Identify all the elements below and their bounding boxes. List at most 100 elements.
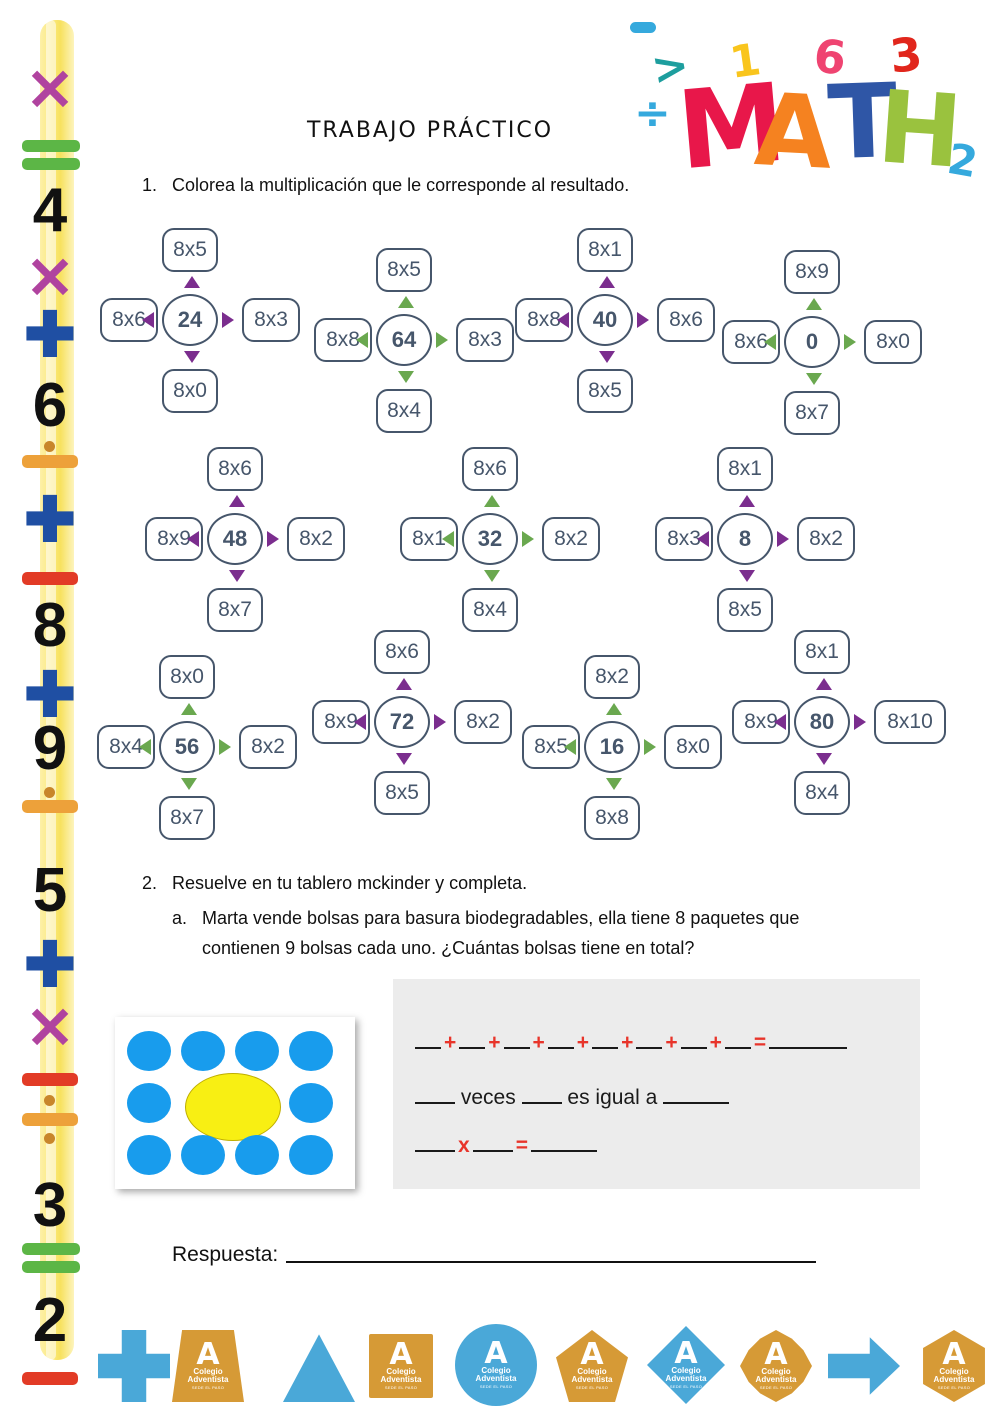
border-plus-icon-3: ✚: [24, 661, 76, 730]
multiplication-diagram[interactable]: 8x2 8x5 8x0 8x8 16: [522, 655, 722, 840]
multiplication-equation-line[interactable]: x=: [415, 1134, 597, 1158]
multiplication-diagram[interactable]: 8x6 8x9 8x2 8x7 48: [145, 447, 345, 632]
colegio-adventista-logo: A Colegio Adventista SEDE EL PASO: [923, 1330, 985, 1402]
option-bottom[interactable]: 8x5: [577, 369, 633, 413]
logo-line2: Adventista: [755, 1375, 797, 1385]
blank-result-field[interactable]: [530, 1150, 597, 1152]
footer-logo-strip: A Colegio Adventista SEDE EL PASO A Cole…: [0, 1322, 1000, 1412]
option-bottom[interactable]: 8x5: [717, 588, 773, 632]
logo-minus-icon: [630, 22, 656, 33]
colegio-adventista-logo: A Colegio Adventista SEDE EL PASO: [172, 1330, 244, 1402]
option-top[interactable]: 8x1: [577, 228, 633, 272]
option-right[interactable]: 8x2: [454, 700, 512, 744]
blank-field[interactable]: [503, 1047, 530, 1049]
blank-field[interactable]: [680, 1047, 707, 1049]
option-right[interactable]: 8x3: [242, 298, 300, 342]
blank-field[interactable]: [521, 1102, 562, 1104]
blank-field[interactable]: [724, 1047, 751, 1049]
arrow-up-icon: [184, 276, 200, 288]
arrow-left-icon: [764, 334, 776, 350]
plus-operator: +: [621, 1031, 634, 1054]
option-left[interactable]: 8x6: [722, 320, 780, 364]
option-top[interactable]: 8x1: [794, 630, 850, 674]
border-plus-icon-4: ✚: [24, 931, 76, 1000]
option-bottom[interactable]: 8x0: [162, 369, 218, 413]
option-right[interactable]: 8x2: [287, 517, 345, 561]
blank-field[interactable]: [472, 1150, 513, 1152]
board-circle-blue: [289, 1031, 333, 1071]
logo-letter-a-icon: A: [484, 1336, 508, 1372]
option-bottom[interactable]: 8x4: [462, 588, 518, 632]
option-top[interactable]: 8x6: [462, 447, 518, 491]
blank-field[interactable]: [636, 1047, 663, 1049]
option-right[interactable]: 8x2: [797, 517, 855, 561]
board-circle-yellow: [185, 1073, 281, 1141]
question-1: 1.Colorea la multiplicación que le corre…: [142, 175, 842, 196]
option-right[interactable]: 8x10: [874, 700, 946, 744]
option-left[interactable]: 8x9: [145, 517, 203, 561]
arrow-down-icon: [181, 778, 197, 790]
multiplication-diagram[interactable]: 8x5 8x6 8x3 8x0 24: [100, 228, 300, 413]
option-top[interactable]: 8x5: [376, 248, 432, 292]
arrow-down-icon: [398, 371, 414, 383]
multiplication-diagram[interactable]: 8x9 8x6 8x0 8x7 0: [722, 250, 922, 435]
option-top[interactable]: 8x0: [159, 655, 215, 699]
logo-line1: Colegio: [481, 1365, 511, 1375]
blank-field[interactable]: [459, 1047, 486, 1049]
question-2: 2.Resuelve en tu tablero mckinder y comp…: [142, 873, 902, 894]
option-bottom[interactable]: 8x7: [784, 391, 840, 435]
option-right[interactable]: 8x3: [456, 318, 514, 362]
border-digit-5: 5: [32, 856, 68, 925]
option-right[interactable]: 8x0: [864, 320, 922, 364]
respuesta-blank-field[interactable]: [286, 1261, 817, 1263]
option-bottom[interactable]: 8x7: [159, 796, 215, 840]
blank-field[interactable]: [547, 1047, 574, 1049]
option-top[interactable]: 8x6: [374, 630, 430, 674]
multiplication-diagram[interactable]: 8x5 8x8 8x3 8x4 64: [314, 248, 514, 433]
multiplication-diagram[interactable]: 8x6 8x1 8x2 8x4 32: [400, 447, 600, 632]
triangle-shape-icon: [283, 1334, 355, 1402]
logo-letter-a-icon: A: [764, 1337, 788, 1373]
option-left[interactable]: 8x8: [314, 318, 372, 362]
option-bottom[interactable]: 8x5: [374, 771, 430, 815]
blank-field[interactable]: [415, 1047, 441, 1049]
blank-result-field[interactable]: [769, 1047, 848, 1049]
result-circle: 48: [207, 513, 263, 565]
option-top[interactable]: 8x6: [207, 447, 263, 491]
blank-result-field[interactable]: [663, 1102, 730, 1104]
blank-field[interactable]: [415, 1102, 455, 1104]
border-digit-9: 9: [32, 714, 68, 783]
arrow-right-icon: [844, 334, 856, 350]
option-right[interactable]: 8x2: [239, 725, 297, 769]
option-top[interactable]: 8x5: [162, 228, 218, 272]
option-top[interactable]: 8x1: [717, 447, 773, 491]
question-2-text: Resuelve en tu tablero mckinder y comple…: [172, 873, 528, 893]
multiplication-diagram[interactable]: 8x1 8x3 8x2 8x5 8: [655, 447, 855, 632]
blank-field[interactable]: [415, 1150, 455, 1152]
arrow-left-icon: [564, 739, 576, 755]
math-logo: > ÷ 1 6 3 2 M A T H: [630, 22, 981, 194]
option-right[interactable]: 8x6: [657, 298, 715, 342]
multiplication-diagram[interactable]: 8x0 8x4 8x2 8x7 56: [97, 655, 297, 840]
multiplication-diagram[interactable]: 8x1 8x8 8x6 8x5 40: [515, 228, 715, 413]
option-left[interactable]: 8x5: [522, 725, 580, 769]
option-top[interactable]: 8x2: [584, 655, 640, 699]
multiplication-diagram[interactable]: 8x1 8x9 8x10 8x4 80: [732, 630, 946, 815]
arrow-right-icon: [219, 739, 231, 755]
option-bottom[interactable]: 8x8: [584, 796, 640, 840]
blank-field[interactable]: [592, 1047, 619, 1049]
times-sentence-line[interactable]: veces es igual a: [415, 1086, 730, 1110]
option-right[interactable]: 8x2: [542, 517, 600, 561]
multiplication-diagram[interactable]: 8x6 8x9 8x2 8x5 72: [312, 630, 512, 815]
option-top[interactable]: 8x9: [784, 250, 840, 294]
option-bottom[interactable]: 8x4: [376, 389, 432, 433]
option-bottom[interactable]: 8x7: [207, 588, 263, 632]
board-circle-blue: [235, 1135, 279, 1175]
option-left[interactable]: 8x4: [97, 725, 155, 769]
plus-operator: +: [665, 1031, 678, 1054]
option-right[interactable]: 8x0: [664, 725, 722, 769]
board-circle-blue: [127, 1083, 171, 1123]
option-bottom[interactable]: 8x4: [794, 771, 850, 815]
repeated-addition-line[interactable]: +++++++=: [415, 1031, 848, 1055]
logo-letter-a-icon: A: [580, 1337, 604, 1373]
